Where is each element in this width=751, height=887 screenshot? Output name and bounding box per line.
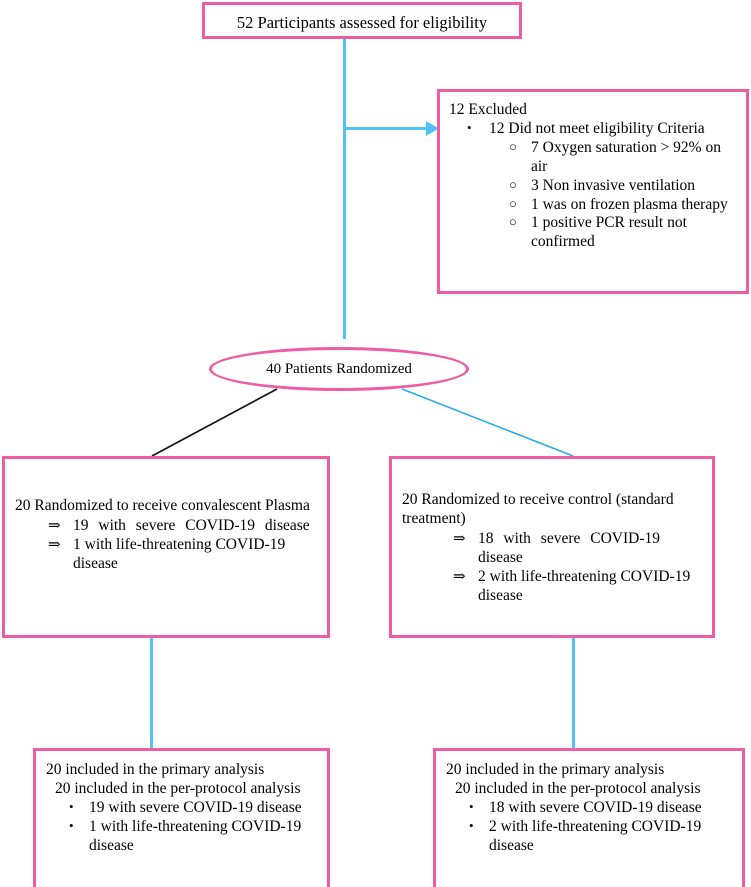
analysis-right-item-text: 18 with severe COVID-19 disease: [489, 798, 702, 816]
circle-bullet-icon: ○: [509, 195, 517, 211]
analysis-left-box: 20 included in the primary analysis 20 i…: [33, 748, 330, 887]
excluded-reason-text: 3 Non invasive ventilation: [531, 176, 696, 194]
excluded-heading: 12 Excluded: [449, 101, 527, 118]
circle-bullet-icon: ○: [509, 214, 517, 230]
bullet-icon: •: [69, 798, 74, 814]
enrollment-box-text: 52 Participants assessed for eligibility: [236, 13, 488, 32]
excluded-level1-text: 12 Did not meet eligibility Criteria: [489, 119, 705, 137]
randomization-ellipse-text: 40 Patients Randomized: [266, 360, 412, 377]
analysis-right-line1: 20 included in the primary analysis: [446, 761, 665, 778]
connector-to-excluded-line: [343, 127, 428, 130]
connector-randomization-to-right-allocation: [401, 388, 574, 457]
analysis-right-line2: 20 included in the per-protocol analysis: [455, 779, 701, 797]
list-item: ○ 7 Oxygen saturation > 92% on air: [489, 139, 740, 177]
allocation-right-content: 20 Randomized to receive control (standa…: [402, 491, 702, 605]
analysis-right-box: 20 included in the primary analysis 20 i…: [433, 748, 745, 887]
list-item: ⇒ 19 with severe COVID-19 disease: [15, 517, 321, 536]
analysis-left-item-text: 19 with severe COVID-19 disease: [89, 798, 302, 816]
list-item: ○ 3 Non invasive ventilation: [489, 177, 740, 196]
allocation-left-lead: 20 Randomized to receive convalescent Pl…: [15, 497, 310, 514]
list-item: • 12 Did not meet eligibility Criteria ○…: [449, 120, 740, 252]
list-item: ⇒ 18 with severe COVID-19 disease: [402, 530, 702, 568]
allocation-left-item-text: 1 with life-threatening COVID-19 disease: [73, 535, 286, 572]
circle-bullet-icon: ○: [509, 176, 517, 192]
allocation-left-box: 20 Randomized to receive convalescent Pl…: [2, 456, 330, 638]
list-item: ○ 1 was on frozen plasma therapy: [489, 196, 740, 215]
connector-left-allocation-to-left-analysis: [150, 637, 153, 749]
list-item: ○ 1 positive PCR result not confirmed: [489, 214, 740, 252]
list-item: • 18 with severe COVID-19 disease: [446, 799, 734, 818]
list-item: • 19 with severe COVID-19 disease: [46, 799, 322, 818]
excluded-box: 12 Excluded • 12 Did not meet eligibilit…: [437, 89, 749, 294]
excluded-reason-text: 1 was on frozen plasma therapy: [531, 195, 728, 213]
bullet-icon: •: [469, 798, 474, 814]
allocation-right-lead: 20 Randomized to receive control (standa…: [402, 491, 674, 527]
excluded-level2-list: ○ 7 Oxygen saturation > 92% on air ○ 3 N…: [489, 139, 740, 252]
allocation-right-item-text: 2 with life-threatening COVID-19 disease: [478, 567, 691, 604]
analysis-right-list: • 18 with severe COVID-19 disease • 2 wi…: [446, 799, 734, 856]
excluded-box-content: 12 Excluded • 12 Did not meet eligibilit…: [449, 101, 740, 252]
analysis-left-line2: 20 included in the per-protocol analysis: [55, 779, 301, 797]
connector-randomization-to-left-allocation: [151, 388, 278, 457]
list-item: ⇒ 1 with life-threatening COVID-19 disea…: [15, 536, 321, 574]
excluded-reason-text: 1 positive PCR result not confirmed: [531, 214, 687, 251]
allocation-left-content: 20 Randomized to receive convalescent Pl…: [15, 497, 321, 574]
circle-bullet-icon: ○: [509, 138, 517, 154]
excluded-level1-list: • 12 Did not meet eligibility Criteria ○…: [449, 120, 740, 252]
analysis-left-item-text: 1 with life-threatening COVID-19 disease: [89, 817, 302, 854]
double-arrow-icon: ⇒: [48, 536, 61, 553]
double-arrow-icon: ⇒: [48, 517, 61, 534]
double-arrow-icon: ⇒: [453, 568, 466, 585]
bullet-icon: •: [69, 817, 74, 833]
allocation-right-item-text: 18 with severe COVID-19 disease: [478, 529, 661, 566]
list-item: ⇒ 2 with life-threatening COVID-19 disea…: [402, 568, 702, 606]
analysis-right-content: 20 included in the primary analysis 20 i…: [446, 761, 734, 856]
enrollment-box: 52 Participants assessed for eligibility: [202, 2, 522, 39]
bullet-icon: •: [469, 817, 474, 833]
allocation-left-item-text: 19 with severe COVID-19 disease: [73, 516, 310, 534]
allocation-left-list: ⇒ 19 with severe COVID-19 disease ⇒ 1 wi…: [15, 517, 321, 574]
randomization-ellipse: 40 Patients Randomized: [209, 347, 469, 391]
allocation-right-list: ⇒ 18 with severe COVID-19 disease ⇒ 2 wi…: [402, 530, 702, 606]
analysis-left-list: • 19 with severe COVID-19 disease • 1 wi…: [46, 799, 322, 856]
analysis-right-item-text: 2 with life-threatening COVID-19 disease: [489, 817, 702, 854]
list-item: • 2 with life-threatening COVID-19 disea…: [446, 818, 734, 856]
analysis-left-content: 20 included in the primary analysis 20 i…: [46, 761, 322, 856]
double-arrow-icon: ⇒: [453, 530, 466, 547]
list-item: • 1 with life-threatening COVID-19 disea…: [46, 818, 322, 856]
analysis-left-line1: 20 included in the primary analysis: [46, 761, 265, 778]
connector-enrollment-to-randomization: [343, 37, 346, 339]
excluded-reason-text: 7 Oxygen saturation > 92% on air: [531, 138, 721, 175]
connector-right-allocation-to-right-analysis: [572, 637, 575, 749]
allocation-right-box: 20 Randomized to receive control (standa…: [389, 456, 715, 638]
bullet-icon: •: [467, 119, 472, 135]
